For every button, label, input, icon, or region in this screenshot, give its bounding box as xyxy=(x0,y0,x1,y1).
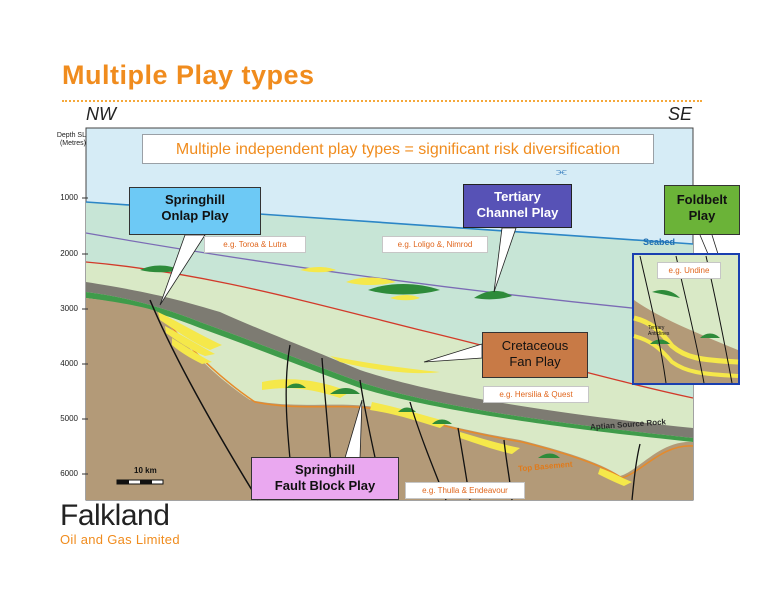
hydrocarbon-pod xyxy=(140,265,180,273)
example-loligo-nimrod: e.g. Loligo &, Nimrod xyxy=(382,236,488,253)
title-divider xyxy=(62,100,702,102)
scale-bar-label: 10 km xyxy=(134,466,157,475)
cretaceous-fan-play-box: Cretaceous Fan Play xyxy=(482,332,588,378)
headline-box: Multiple independent play types = signif… xyxy=(142,134,654,164)
company-logo: Falkland Oil and Gas Limited xyxy=(60,499,180,548)
direction-nw: NW xyxy=(86,104,116,124)
example-hersilia-quest: e.g. Hersilia & Quest xyxy=(483,386,589,403)
springhill-stripe xyxy=(86,292,693,442)
depth-tick: 1000 xyxy=(60,193,78,202)
example-thulla-endeavour: e.g. Thulla & Endeavour xyxy=(405,482,525,499)
cretaceous-fan-sand xyxy=(330,356,440,374)
tertiary-channel-sand xyxy=(346,277,396,285)
depth-tick: 4000 xyxy=(60,359,78,368)
foldbelt-play-box: Foldbelt Play xyxy=(664,185,740,235)
channel-pointer xyxy=(493,227,517,293)
logo-name: Falkland xyxy=(60,499,170,532)
fault-block-sand xyxy=(262,379,350,398)
springhill-onlap-play-box: Springhill Onlap Play xyxy=(129,187,261,235)
page-title: Multiple Play types xyxy=(62,60,315,90)
tertiary-horizon xyxy=(85,232,694,315)
springhill-fault-block-play-box: Springhill Fault Block Play xyxy=(251,457,399,500)
depth-tick: 6000 xyxy=(60,469,78,478)
depth-tick: 2000 xyxy=(60,249,78,258)
red-horizon xyxy=(85,261,694,399)
direction-se: SE xyxy=(668,104,693,124)
basement xyxy=(86,298,693,500)
fish-icon: ⫘ xyxy=(556,164,567,178)
onlap-sand xyxy=(158,312,222,350)
example-toroa-lutra: e.g. Toroa & Lutra xyxy=(204,236,306,253)
example-undine: e.g. Undine xyxy=(657,262,721,279)
fault-line xyxy=(149,299,259,501)
aptian-source-rock xyxy=(86,282,693,438)
onlap-pointer xyxy=(159,234,206,306)
tertiary-channel-play-box: Tertiary Channel Play xyxy=(463,184,572,228)
seabed-label: Seabed xyxy=(643,237,676,247)
logo-subtitle: Oil and Gas Limited xyxy=(60,532,180,547)
depth-tick: 5000 xyxy=(60,414,78,423)
tertiary-anticlines-label: Tertiary Anticlines xyxy=(648,325,670,337)
depth-axis-header: Depth SL (Metres) xyxy=(56,132,86,147)
depth-tick: 3000 xyxy=(60,304,78,313)
